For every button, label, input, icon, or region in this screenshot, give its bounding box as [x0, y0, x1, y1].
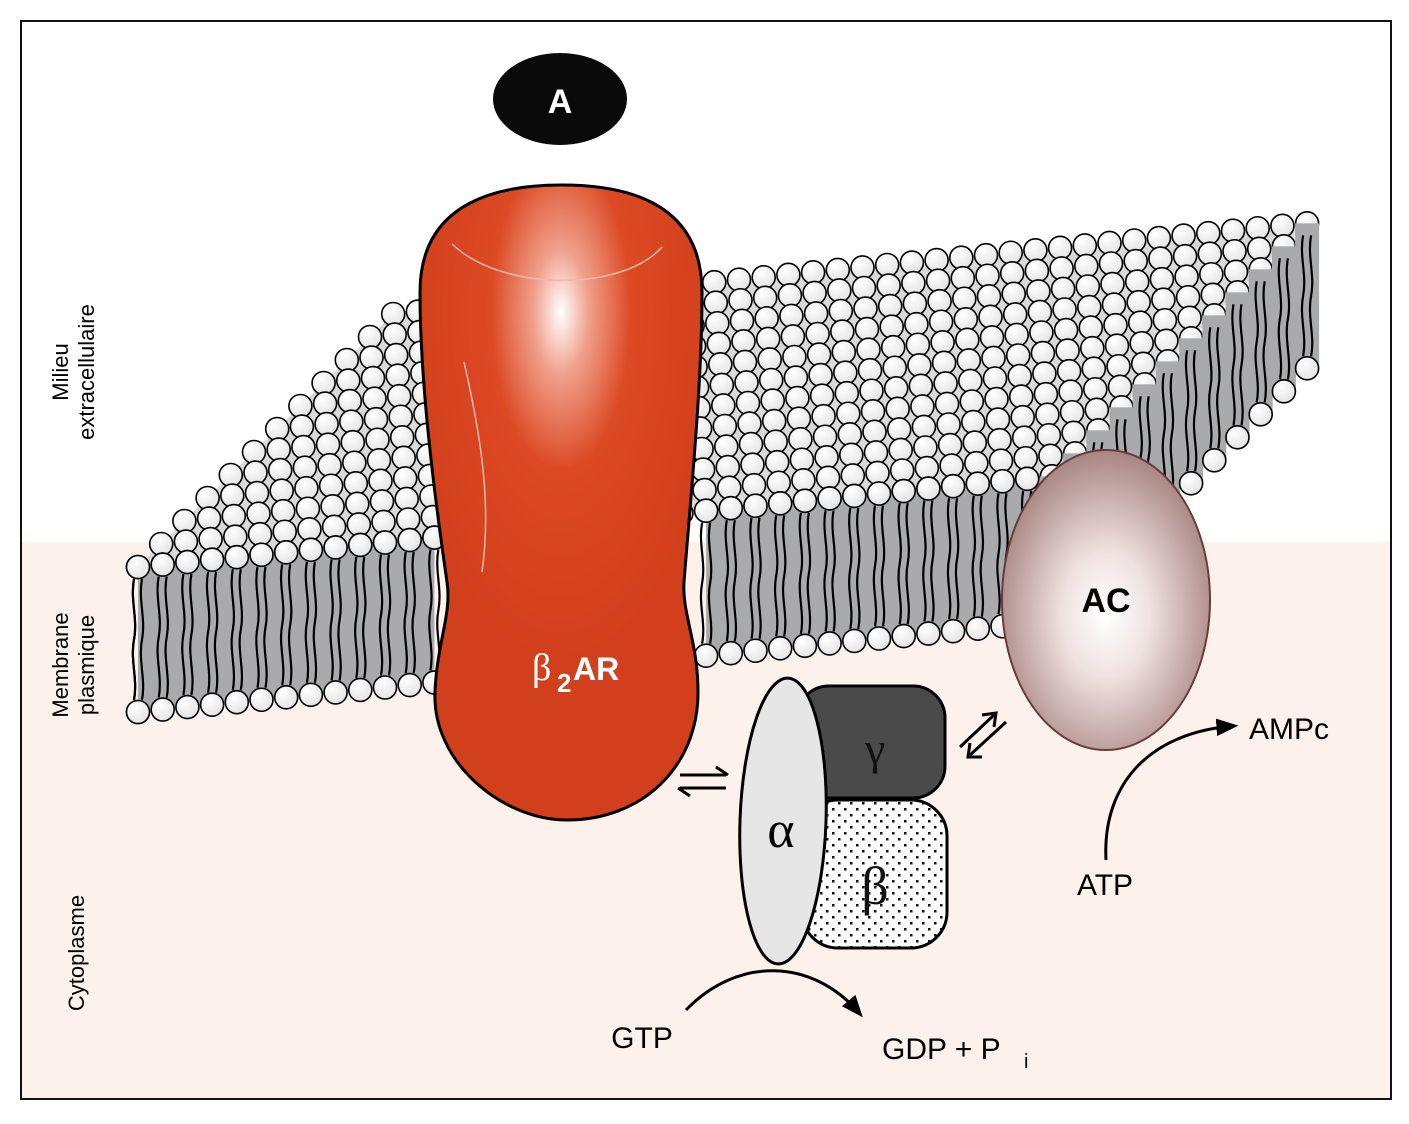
- g-alpha-subunit: [738, 676, 828, 966]
- equilibrium-arrows-gprotein-ac: [958, 711, 1008, 759]
- receptor-subscript: 2: [557, 668, 571, 698]
- gdp-pi-subscript: i: [1024, 1051, 1028, 1073]
- g-alpha-label: α: [767, 802, 794, 859]
- equilibrium-arrows-receptor-gprotein: [677, 765, 729, 798]
- label-extracellular-line1: Milieu: [48, 343, 73, 401]
- atp-label: ATP: [1077, 869, 1133, 902]
- receptor-body: [418, 183, 704, 822]
- gdp-pi-label: GDP + P: [882, 1033, 1001, 1066]
- label-membrane: Membrane plasmique: [48, 605, 100, 725]
- adenylyl-cyclase: AC: [1001, 449, 1211, 751]
- agonist: A: [493, 53, 627, 145]
- agonist-label: A: [548, 83, 573, 121]
- label-extracellular-line2: extracellulaire: [74, 304, 99, 440]
- label-cytoplasm-line1: Cytoplasme: [64, 894, 89, 1012]
- gtp-label: GTP: [611, 1022, 673, 1055]
- atp-conversion-arrow: [1104, 718, 1239, 861]
- g-beta-label: β: [861, 856, 888, 916]
- signaling-diagram: β 2 AR A AC γ β α GTP GDP + P i: [22, 53, 1390, 1098]
- receptor-suffix: AR: [573, 651, 619, 687]
- label-extracellular: Milieu extracellulaire: [48, 292, 100, 452]
- label-membrane-line2: plasmique: [74, 614, 99, 716]
- label-membrane-line1: Membrane: [48, 612, 73, 718]
- label-cytoplasm: Cytoplasme: [64, 888, 90, 1018]
- g-gamma-label: γ: [864, 723, 885, 774]
- gtp-hydrolysis-arrow: [684, 969, 863, 1018]
- beta2-adrenergic-receptor: β 2 AR: [418, 183, 704, 822]
- camp-label: AMPc: [1249, 713, 1329, 746]
- diagram-frame: β 2 AR A AC γ β α GTP GDP + P i: [20, 20, 1392, 1100]
- g-protein: γ β α: [738, 676, 949, 966]
- adenylyl-cyclase-label: AC: [1081, 582, 1130, 620]
- receptor-label: β: [532, 647, 551, 689]
